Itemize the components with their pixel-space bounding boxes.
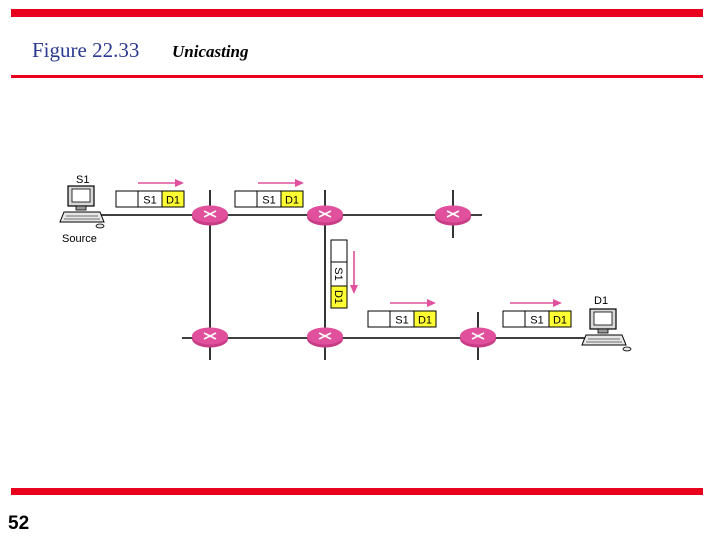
packet-4: S1 D1 <box>367 310 437 328</box>
packet-4-dst: D1 <box>418 315 432 327</box>
router-r3 <box>434 204 472 227</box>
direction-arrows <box>138 179 562 307</box>
router-r6 <box>459 326 497 349</box>
source-name: S1 <box>76 174 89 186</box>
arrow-4-icon <box>390 299 436 307</box>
arrow-5-icon <box>510 299 562 307</box>
network-links <box>96 190 608 360</box>
packet-5: S1 D1 <box>502 310 572 328</box>
source-caption: Source <box>62 233 97 245</box>
source-computer-icon <box>59 185 105 229</box>
figure-label: Figure 22.33 <box>32 38 140 62</box>
slide-number: 52 <box>8 513 30 534</box>
packet-3: S1 D1 <box>330 239 348 309</box>
destination-name: D1 <box>594 295 608 307</box>
top-rule <box>11 9 703 17</box>
destination-computer-icon <box>581 308 632 352</box>
packet-2-src: S1 <box>262 195 275 207</box>
bottom-rule <box>11 488 703 495</box>
router-r2 <box>306 204 344 227</box>
packet-5-dst: D1 <box>553 315 567 327</box>
packet-2-dst: D1 <box>285 195 299 207</box>
title-underline <box>11 75 703 78</box>
router-r1 <box>191 204 229 227</box>
packet-3-src: S1 <box>332 267 344 280</box>
figure-title: Unicasting <box>172 42 249 61</box>
arrow-2-icon <box>258 179 304 187</box>
packet-3-dst: D1 <box>332 290 344 304</box>
router-r5 <box>306 326 344 349</box>
packet-4-src: S1 <box>395 315 408 327</box>
packet-2: S1 D1 <box>234 190 304 208</box>
arrow-3-icon <box>350 251 358 294</box>
packet-5-src: S1 <box>530 315 543 327</box>
packet-1-src: S1 <box>143 195 156 207</box>
packet-1-dst: D1 <box>166 195 180 207</box>
router-r4 <box>191 326 229 349</box>
arrow-1-icon <box>138 179 184 187</box>
packet-1: S1 D1 <box>115 190 185 208</box>
